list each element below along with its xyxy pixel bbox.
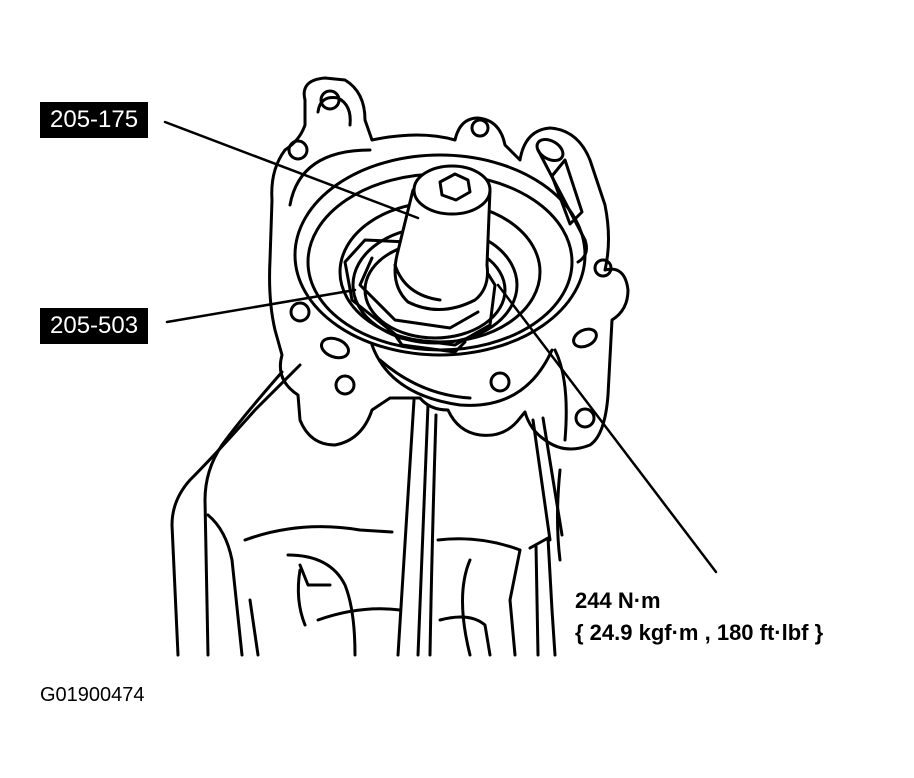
- socket-tool: [393, 164, 492, 312]
- figure-id: G01900474: [40, 684, 145, 706]
- bolt-holes: [287, 89, 613, 429]
- leader-lines: [163, 120, 718, 574]
- lower-housing: [170, 363, 562, 657]
- housing-ribs: [396, 348, 568, 657]
- callout-205-175: 205-175: [40, 102, 149, 138]
- callout-205-503: 205-503: [40, 308, 149, 344]
- torque-spec-conversions: { 24.9 kgf·m , 180 ft·lbf }: [575, 620, 824, 645]
- flange-pocket: [536, 148, 588, 264]
- torque-spec-metric: 244 N·m: [575, 588, 661, 613]
